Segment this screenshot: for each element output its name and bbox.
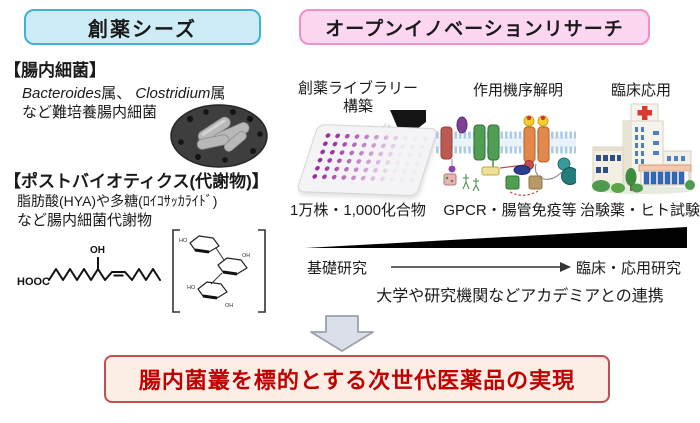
open-innovation-header-box: オープンイノベーションリサーチ xyxy=(299,9,650,45)
oh-label: OH xyxy=(90,245,105,256)
polysaccharide-structure: HO OH HO OH xyxy=(172,229,266,313)
genus-clostridium: Clostridium xyxy=(135,85,211,102)
hospital-building-illustration xyxy=(592,103,695,194)
gut-bacteria-heading: 【腸内細菌】 xyxy=(4,61,106,80)
sugar-label: OH xyxy=(225,303,233,309)
microplate-96well xyxy=(296,124,439,197)
genus2-suffix: 属 xyxy=(210,85,226,102)
research-arrow xyxy=(391,262,571,272)
caption-mechanism: GPCR・腸管免疫等 xyxy=(443,202,577,219)
genus1-suffix: 属、 xyxy=(101,85,136,102)
down-arrow-icon xyxy=(310,315,374,352)
caption-clinical: 治験薬・ヒト試験 xyxy=(580,202,700,219)
postbiotics-line2: など腸内細菌代謝物 xyxy=(17,212,153,229)
fatty-acid-structure: HOOC OH xyxy=(17,245,161,288)
microplate-image xyxy=(294,110,439,197)
genus-bacteroides: Bacteroides xyxy=(22,85,102,102)
basic-research-label: 基礎研究 xyxy=(307,260,368,277)
conclusion-box: 腸内菌叢を標的とする次世代医薬品の実現 xyxy=(104,355,610,403)
gut-bacteria-genus-line: Bacteroides属、 Clostridium属 xyxy=(22,82,225,103)
sugar-label: HO xyxy=(187,285,196,291)
column-title-clinical: 臨床応用 xyxy=(610,82,671,99)
clinical-applied-research-label: 臨床・応用研究 xyxy=(576,260,682,277)
gut-bacteria-description: など難培養腸内細菌 xyxy=(22,104,158,121)
sugar-label: OH xyxy=(242,253,250,259)
progress-wedge xyxy=(305,227,687,248)
open-innovation-label: オープンイノベーションリサーチ xyxy=(325,18,624,40)
drug-seeds-header-box: 創薬シーズ xyxy=(24,9,261,45)
gpcr-membrane-illustration xyxy=(436,115,576,196)
column-title-library: 創薬ライブラリー 構築 xyxy=(297,80,418,115)
microplate-wells xyxy=(308,131,428,186)
academia-collaboration-text: 大学や研究機関などアカデミアとの連携 xyxy=(376,288,664,305)
postbiotics-line1: 脂肪酸(HYA)や多糖(ﾛｲｺｻｯｶﾗｲﾄﾞ) xyxy=(17,193,218,209)
caption-library: 1万株・1,000化合物 xyxy=(290,202,426,219)
hooc-label: HOOC xyxy=(17,276,50,288)
conclusion-text: 腸内菌叢を標的とする次世代医薬品の実現 xyxy=(138,368,576,393)
column-title-mechanism: 作用機序解明 xyxy=(472,82,563,99)
sem-bacteria-image xyxy=(170,104,268,168)
drug-seeds-label: 創薬シーズ xyxy=(88,18,197,41)
postbiotics-heading: 【ポストバイオティクス(代謝物)】 xyxy=(4,172,269,191)
sugar-label: HO xyxy=(179,238,188,244)
